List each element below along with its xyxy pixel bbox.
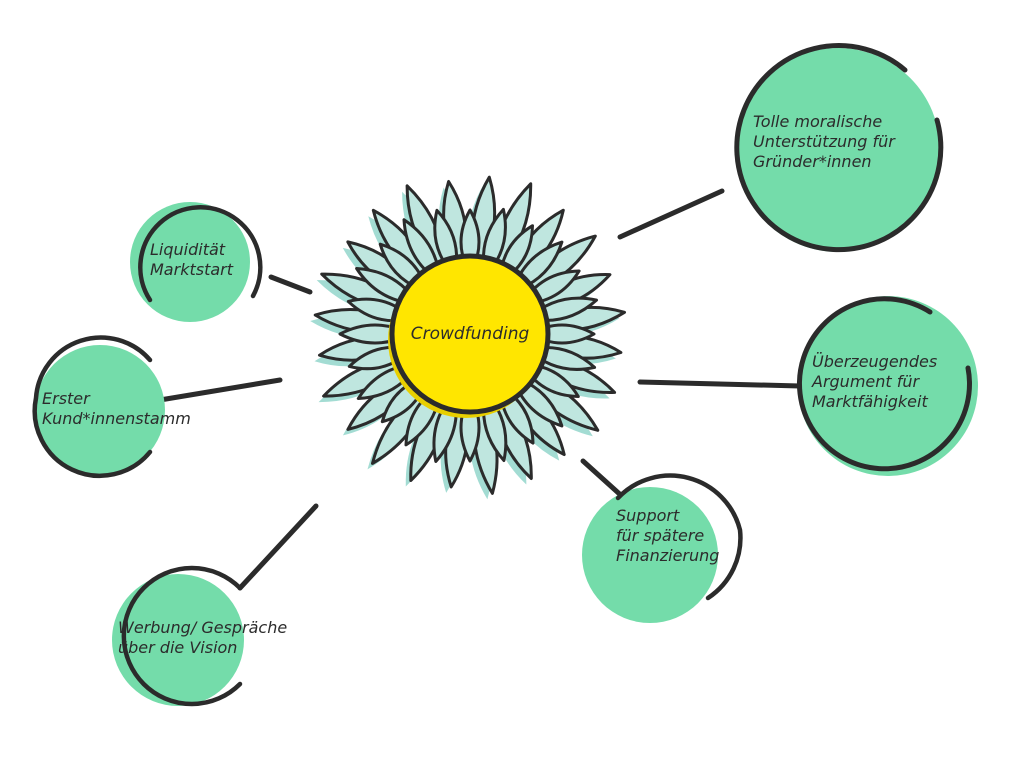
node-label-argument: Überzeugendes Argument für Marktfähigkei… bbox=[812, 352, 937, 412]
node-fill bbox=[35, 345, 165, 475]
node-label-line: Gründer*innen bbox=[753, 152, 872, 171]
node-label-moral: Tolle moralische Unterstützung für Gründ… bbox=[753, 112, 895, 172]
node-label-line: Kund*innenstamm bbox=[42, 409, 191, 428]
node-werbung bbox=[112, 565, 244, 707]
node-liquiditaet bbox=[130, 202, 263, 322]
node-label-line: Tolle moralische bbox=[753, 112, 883, 131]
node-outline bbox=[121, 565, 243, 707]
node-fill bbox=[582, 487, 718, 623]
node-label-line: für spätere bbox=[616, 526, 705, 545]
node-outline bbox=[796, 296, 972, 472]
connector-support bbox=[580, 458, 627, 501]
node-label-line: Support bbox=[616, 506, 680, 525]
node-label-line: Werbung/ Gespräche bbox=[118, 618, 288, 637]
connector-erster bbox=[157, 377, 283, 403]
node-support bbox=[582, 473, 743, 623]
node-label-liquiditaet: Liquidität Marktstart bbox=[150, 240, 233, 280]
center-label: Crowdfunding bbox=[410, 324, 530, 344]
node-fill bbox=[130, 202, 250, 322]
node-label-line: Überzeugendes bbox=[812, 352, 938, 371]
node-outline bbox=[734, 43, 944, 253]
flower-center bbox=[389, 253, 551, 415]
node-moral bbox=[734, 43, 944, 253]
node-label-erster: Erster Kund*innenstamm bbox=[42, 389, 191, 429]
node-label-line: Argument für bbox=[812, 372, 920, 391]
connectors bbox=[157, 188, 803, 591]
node-label-line: über die Vision bbox=[118, 638, 238, 657]
node-fill bbox=[736, 48, 940, 252]
node-erster bbox=[32, 335, 165, 479]
node-outline bbox=[615, 473, 743, 601]
node-label-line: Marktfähigkeit bbox=[812, 392, 928, 411]
node-outline bbox=[32, 335, 153, 479]
node-label-line: Liquidität bbox=[150, 240, 226, 259]
node-label-line: Unterstützung für bbox=[753, 132, 895, 151]
connector-moral bbox=[617, 188, 725, 240]
connector-liquiditaet bbox=[268, 274, 313, 295]
node-label-line: Finanzierung bbox=[616, 546, 720, 565]
node-fill bbox=[798, 296, 978, 476]
node-label-support: Support für spätere Finanzierung bbox=[616, 506, 719, 566]
node-fill bbox=[112, 574, 244, 706]
node-label-line: Marktstart bbox=[150, 260, 233, 279]
connector-werbung bbox=[237, 503, 319, 591]
node-argument bbox=[796, 296, 978, 476]
node-label-werbung: Werbung/ Gespräche über die Vision bbox=[118, 618, 287, 658]
node-outline bbox=[138, 205, 263, 303]
nodes bbox=[32, 43, 978, 707]
node-label-line: Erster bbox=[42, 389, 90, 408]
sunflower bbox=[310, 175, 626, 500]
connector-argument bbox=[637, 379, 803, 389]
